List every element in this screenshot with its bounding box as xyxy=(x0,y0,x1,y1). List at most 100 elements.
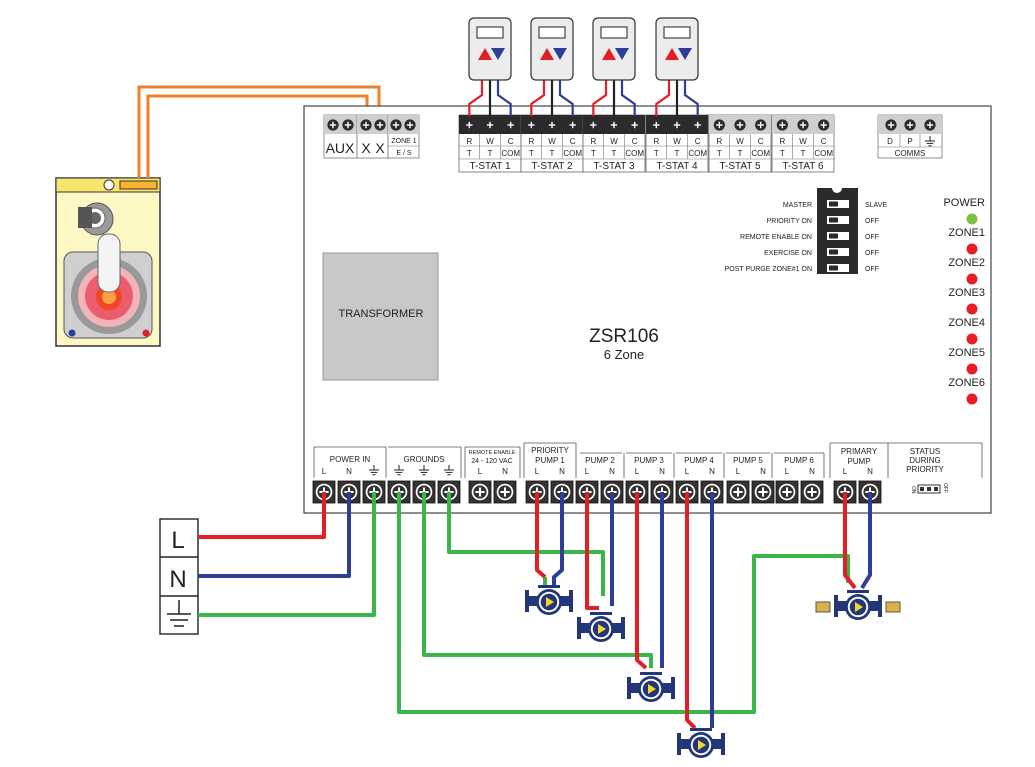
tstat-6-bottom-label-3: COM xyxy=(814,149,833,158)
terminal-screw-19 xyxy=(775,480,799,504)
grounds-label: GROUNDS xyxy=(404,455,445,464)
led-indicator-1 xyxy=(966,213,978,225)
pump4-label: PUMP 4 xyxy=(684,456,714,465)
status-on-label: ON xyxy=(910,486,916,494)
led-label-7: ZONE6 xyxy=(948,377,985,389)
tstat-3-bottom-label-2: T xyxy=(612,149,617,158)
comms-d-label: D xyxy=(887,137,893,146)
led-indicator-6 xyxy=(966,363,978,375)
dip-left-label-4: EXERCISE ON xyxy=(764,250,812,257)
l-label-5: L xyxy=(635,467,640,476)
pumps xyxy=(525,585,901,758)
pump3-label: PUMP 3 xyxy=(634,456,664,465)
aux-terminal-block: AUX X X ZONE 1 E / S xyxy=(323,114,420,159)
dip-left-label-2: PRIORITY ON xyxy=(767,218,812,225)
thermostat-2 xyxy=(530,17,574,116)
tstat-4-screw-1 xyxy=(650,118,663,132)
tstat-6-top-label-2: W xyxy=(799,137,807,146)
bottom-terminal-strip: POWER IN GROUNDS REMOTE ENABLE 24 - 120 … xyxy=(312,442,983,504)
pump6-label: PUMP 6 xyxy=(784,456,814,465)
tstat-4-bottom-label-3: COM xyxy=(688,149,707,158)
comms-p-label: P xyxy=(907,137,912,146)
primary-pump-label: PUMP xyxy=(847,457,870,466)
l-label-7: L xyxy=(736,467,741,476)
led-indicator-7 xyxy=(966,393,978,405)
tstat-6-screw-1 xyxy=(776,118,789,132)
dip-right-label-4: OFF xyxy=(865,250,879,257)
led-label-5: ZONE4 xyxy=(948,317,985,329)
l-label-1: L xyxy=(322,467,327,476)
dip-switch-row-4: EXERCISE ON OFF xyxy=(764,248,879,257)
led-zone5: ZONE5 xyxy=(948,347,985,375)
tstat-1-bottom-label-1: T xyxy=(467,149,472,158)
primary-label: PRIMARY xyxy=(841,447,878,456)
terminal-screw-8 xyxy=(493,480,517,504)
comms-label: COMMS xyxy=(895,149,926,158)
tstat-5-top-label-1: R xyxy=(716,137,722,146)
tstat-4-screw-2 xyxy=(670,118,684,132)
n-label-6: N xyxy=(709,467,715,476)
primary-pump-icon xyxy=(815,590,901,620)
l-label-9: L xyxy=(843,467,848,476)
tstat-3-top-label-1: R xyxy=(590,137,596,146)
tstat-1-screw-2 xyxy=(483,118,497,132)
n-label-1: N xyxy=(346,467,352,476)
model-title: ZSR106 xyxy=(589,326,659,347)
pump5-label: PUMP 5 xyxy=(733,456,763,465)
led-label-6: ZONE5 xyxy=(948,347,985,359)
led-indicator-2 xyxy=(966,243,978,255)
pump-icon-3 xyxy=(627,672,675,702)
l-label-4: L xyxy=(585,467,590,476)
tstat-5-bottom-label-3: COM xyxy=(751,149,770,158)
thermostat-1 xyxy=(468,17,512,116)
tstat-2-bottom-label-3: COM xyxy=(563,149,582,158)
tstat-2-screw-1 xyxy=(525,118,538,132)
pump-icon-2 xyxy=(577,612,625,642)
terminal-screw-20 xyxy=(800,480,824,504)
n-label-8: N xyxy=(809,467,815,476)
led-zone2: ZONE2 xyxy=(948,257,985,285)
status-priority-label: PRIORITY xyxy=(906,465,944,474)
led-zone6: ZONE6 xyxy=(948,377,985,405)
tstat-4-top-label-3: C xyxy=(695,137,701,146)
tstat-1-top-label-2: W xyxy=(486,137,494,146)
tstat-3-screw-2 xyxy=(607,118,621,132)
tstat-1-screw-3 xyxy=(504,118,517,132)
tstat-3-screw-3 xyxy=(628,118,641,132)
tstat-3-bottom-label-1: T xyxy=(591,149,596,158)
tstat-label-1: T-STAT 1 xyxy=(469,161,511,172)
tstat-label-3: T-STAT 3 xyxy=(593,161,635,172)
priority-label: PRIORITY xyxy=(531,446,569,455)
tstat-label-6: T-STAT 6 xyxy=(782,161,824,172)
power-source: L N xyxy=(159,518,199,635)
tstat-5-bottom-label-2: T xyxy=(738,149,743,158)
tstat-6-bottom-label-1: T xyxy=(780,149,785,158)
l-label-2: L xyxy=(478,467,483,476)
comms-terminal-block: D P COMMS xyxy=(877,114,943,159)
tstat-3-bottom-label-3: COM xyxy=(625,149,644,158)
aux-label: AUX xyxy=(326,140,355,156)
tstat-6-screw-2 xyxy=(796,118,810,132)
status-off-label: OFF xyxy=(942,483,948,493)
tstat-3-top-label-2: W xyxy=(610,137,618,146)
remote-enable-voltage-label: 24 - 120 VAC xyxy=(471,458,513,465)
tstat-5-top-label-2: W xyxy=(736,137,744,146)
terminal-screw-17 xyxy=(726,480,750,504)
pump-icon-4 xyxy=(677,728,725,758)
thermostat-3 xyxy=(592,17,636,116)
led-indicator-4 xyxy=(966,303,978,315)
wiring xyxy=(198,492,872,730)
tstat-2-screw-2 xyxy=(545,118,559,132)
tstat-4-screw-3 xyxy=(691,118,704,132)
zone1-bottom-label: E / S xyxy=(396,150,412,157)
dip-right-label-2: OFF xyxy=(865,218,879,225)
transformer: TRANSFORMER xyxy=(322,252,439,381)
l-label-8: L xyxy=(785,467,790,476)
